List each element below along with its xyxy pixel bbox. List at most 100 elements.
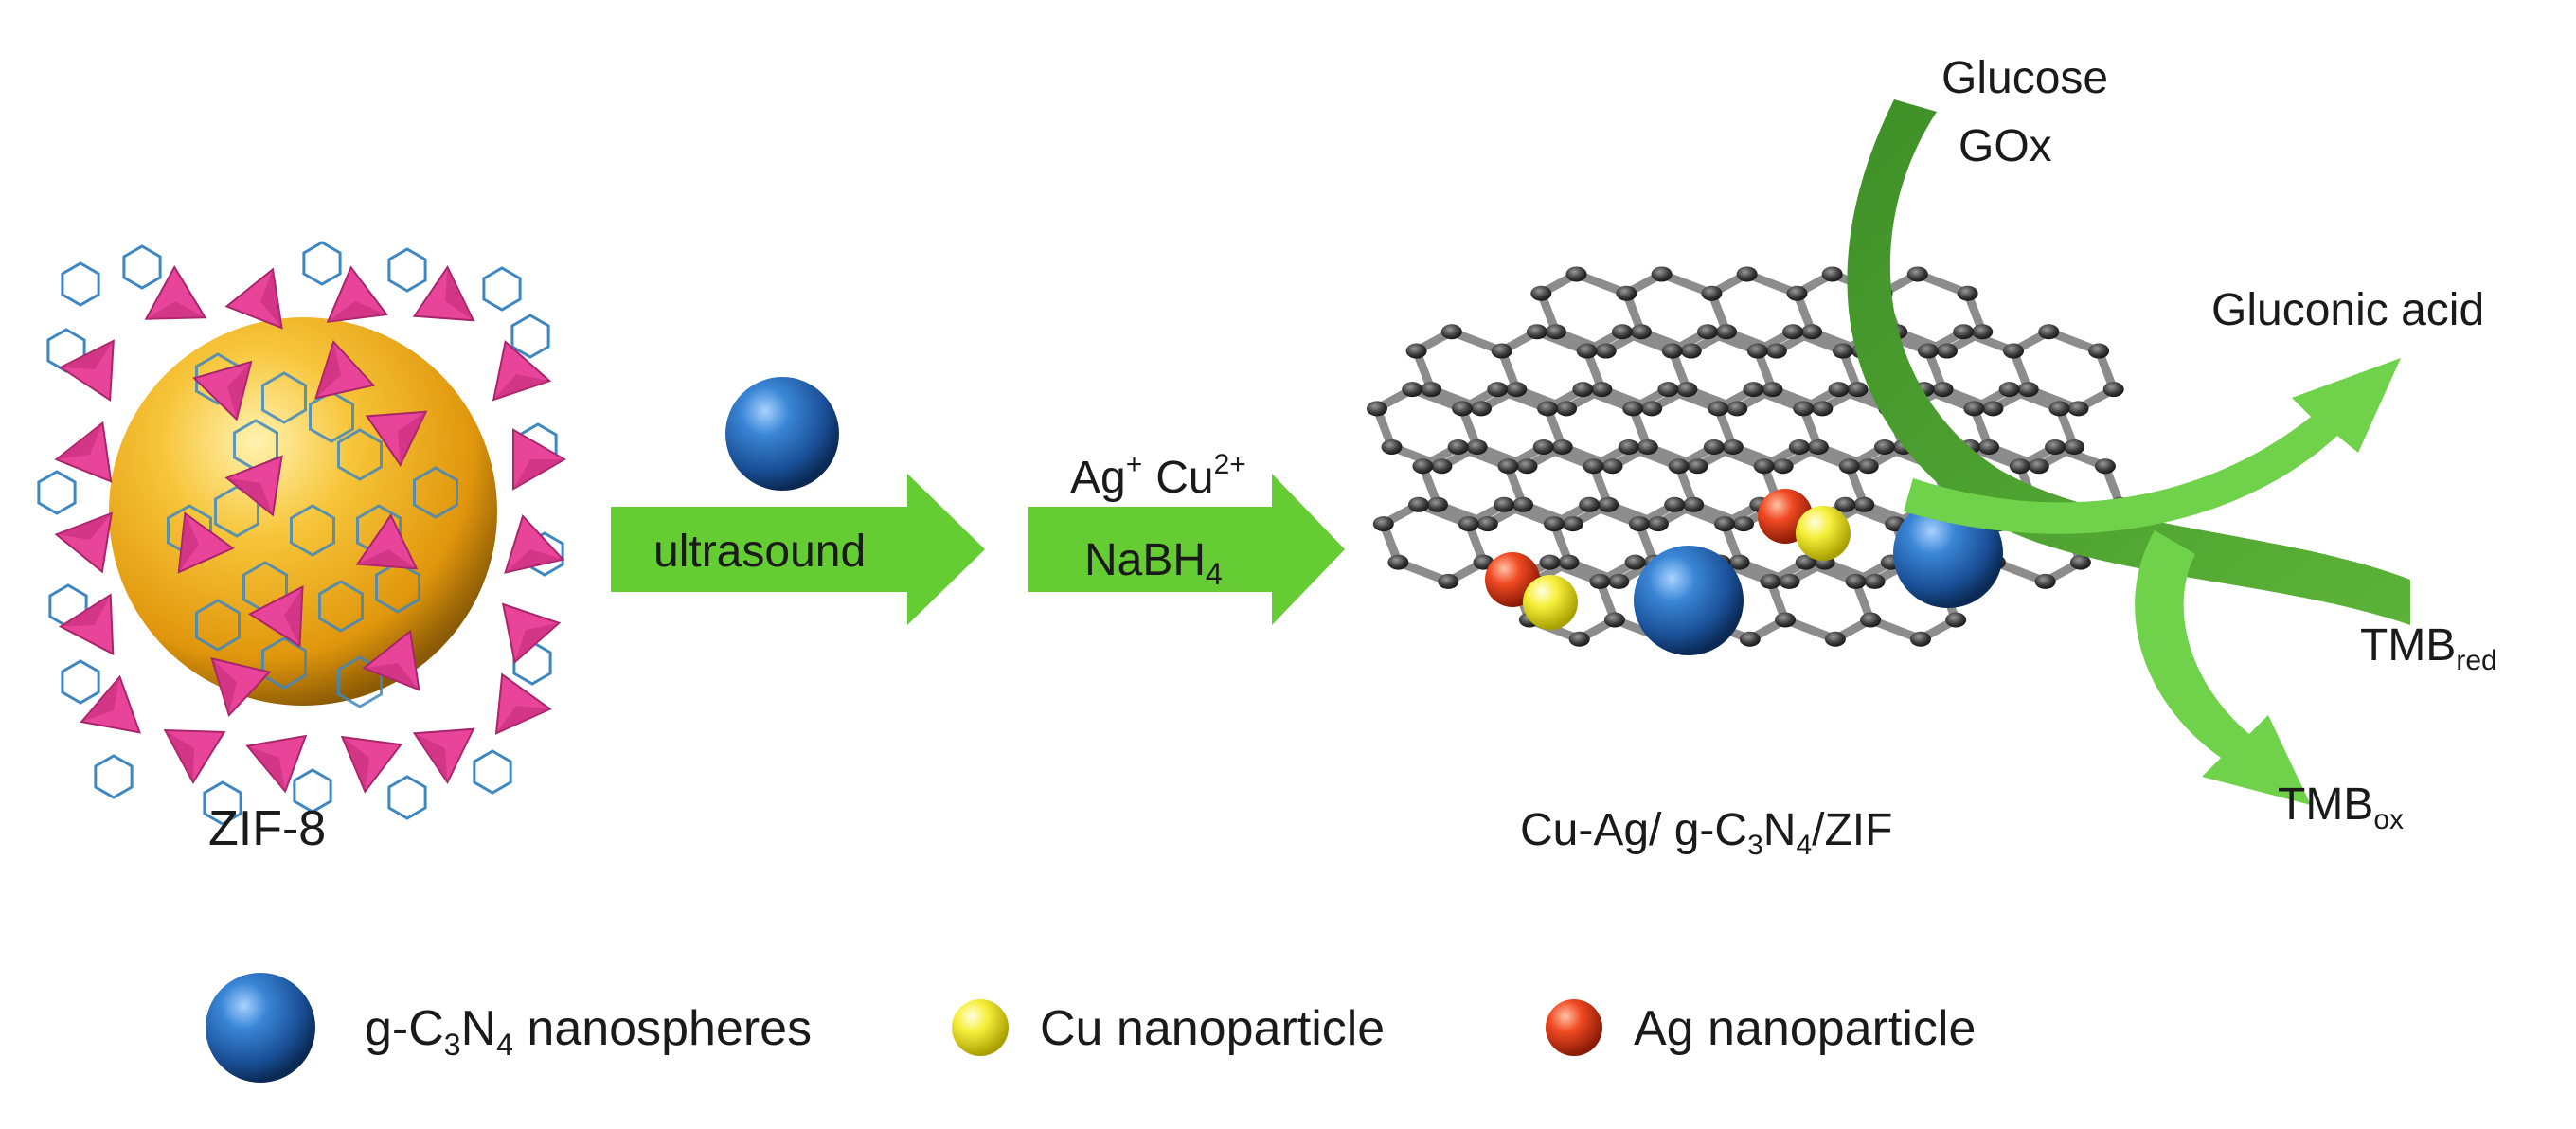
- lattice-atom: [1532, 439, 1554, 455]
- lattice-atom: [1832, 343, 1853, 359]
- lattice-atom: [1838, 458, 1860, 475]
- lattice-atom: [1402, 382, 1423, 398]
- legend: g-C3N4 nanospheres Cu nanoparticle Ag na…: [206, 973, 1976, 1083]
- lattice-atom: [1366, 401, 1387, 417]
- linker-ring: [122, 244, 162, 290]
- lattice-atom: [1765, 343, 1787, 359]
- lattice-atom: [1556, 401, 1578, 417]
- gluconic-acid-label: Gluconic acid: [2211, 285, 2484, 335]
- lattice-atom: [1487, 382, 1509, 398]
- lattice-atom: [1972, 324, 1994, 340]
- lattice-atom: [1506, 382, 1528, 398]
- lattice-atom: [1426, 496, 1448, 512]
- cu-nanoparticle-1: [1523, 575, 1578, 630]
- linker-ring: [61, 261, 100, 307]
- zn-tetrahedron: [355, 513, 419, 570]
- lattice-atom: [1834, 496, 1856, 512]
- lattice-atom: [1736, 266, 1758, 282]
- lattice-atom: [1801, 324, 1823, 340]
- lattice-atom: [1828, 382, 1850, 398]
- zn-tetrahedron: [326, 265, 389, 323]
- lattice-atom: [1807, 439, 1829, 455]
- nabh4-label: NaBH4: [1084, 535, 1223, 591]
- lattice-atom: [1516, 458, 1538, 475]
- lattice-atom: [1458, 516, 1479, 532]
- lattice-atom: [1753, 458, 1775, 475]
- linker-ring: [482, 266, 522, 312]
- tmb-red-label: TMBred: [2360, 620, 2497, 676]
- legend-ag-icon: [1546, 999, 1602, 1056]
- lattice-atom: [1795, 554, 1816, 570]
- lattice-atom: [1714, 516, 1736, 532]
- zif8-tetrahedra: [54, 264, 566, 794]
- cu-nanoparticle-2: [1796, 506, 1851, 561]
- lattice-atom: [1746, 343, 1768, 359]
- lattice-atom: [1873, 439, 1895, 455]
- lattice-atom: [1447, 439, 1469, 455]
- legend-sphere-icon: [206, 973, 315, 1083]
- lattice-atom: [1917, 343, 1939, 359]
- linker-ring: [37, 470, 77, 515]
- lattice-atom: [2088, 343, 2110, 359]
- lattice-atom: [1982, 401, 2004, 417]
- lattice-atom: [1847, 382, 1869, 398]
- lattice-atom: [2038, 324, 2060, 340]
- lattice-atom: [1716, 324, 1738, 340]
- lattice-atom: [1782, 324, 1804, 340]
- lattice-atom: [2048, 401, 2070, 417]
- zn-tetrahedron: [177, 511, 235, 574]
- lattice-atom: [1526, 324, 1547, 340]
- linker-ring: [510, 314, 550, 359]
- lattice-atom: [1630, 324, 1652, 340]
- lattice-atom: [1589, 573, 1611, 589]
- lattice-atom: [1728, 554, 1750, 570]
- lattice-atom: [1845, 573, 1867, 589]
- ag-cu-ions-label: Ag+Cu2+: [1070, 449, 1246, 503]
- lattice-atom: [1864, 573, 1886, 589]
- lattice-atom: [1568, 631, 1590, 647]
- lattice-atom: [1595, 343, 1617, 359]
- lattice-atom: [1651, 266, 1673, 282]
- lattice-atom: [1618, 439, 1639, 455]
- lattice-atom: [2034, 573, 2056, 589]
- linker-ring: [290, 504, 335, 557]
- lattice-atom: [1628, 516, 1650, 532]
- tmb-ox-label: TMBox: [2278, 780, 2404, 835]
- lattice-atom: [1637, 439, 1658, 455]
- lattice-atom: [1572, 382, 1594, 398]
- lattice-atom: [1661, 343, 1683, 359]
- lattice-atom: [1598, 496, 1619, 512]
- lattice-atom: [1562, 516, 1583, 532]
- linker-ring: [318, 580, 364, 633]
- zn-tetrahedron: [494, 672, 552, 735]
- lattice-atom: [1779, 573, 1800, 589]
- lattice-atom: [1512, 496, 1534, 512]
- lattice-atom: [1601, 458, 1623, 475]
- lattice-atom: [1440, 324, 1462, 340]
- lattice-atom: [1664, 496, 1686, 512]
- lattice-atom: [1772, 458, 1794, 475]
- legend-cu-label: Cu nanoparticle: [1040, 1001, 1385, 1056]
- g-c3n4-lattice: [1366, 266, 2131, 647]
- lattice-atom: [1624, 554, 1646, 570]
- lattice-atom: [1494, 496, 1515, 512]
- ultrasound-arrow: ultrasound: [611, 474, 985, 625]
- zn-tetrahedron: [210, 657, 272, 718]
- lattice-atom: [1476, 516, 1498, 532]
- lattice-atom: [1932, 382, 1954, 398]
- lattice-atom: [1497, 458, 1519, 475]
- lattice-atom: [1558, 554, 1580, 570]
- lattice-atom: [1537, 401, 1559, 417]
- lattice-atom: [2069, 554, 2091, 570]
- lattice-atom: [1539, 554, 1561, 570]
- lattice-atom: [1579, 496, 1601, 512]
- zn-tetrahedron: [512, 428, 566, 491]
- lattice-atom: [1657, 382, 1679, 398]
- zn-tetrahedron: [192, 360, 253, 421]
- zn-tetrahedron: [59, 593, 115, 656]
- legend-ag-label: Ag nanoparticle: [1634, 1001, 1976, 1056]
- lattice-atom: [1603, 612, 1625, 628]
- lattice-atom: [1543, 516, 1565, 532]
- gluconic-acid-arrow: [1904, 358, 2401, 534]
- lattice-atom: [1760, 573, 1781, 589]
